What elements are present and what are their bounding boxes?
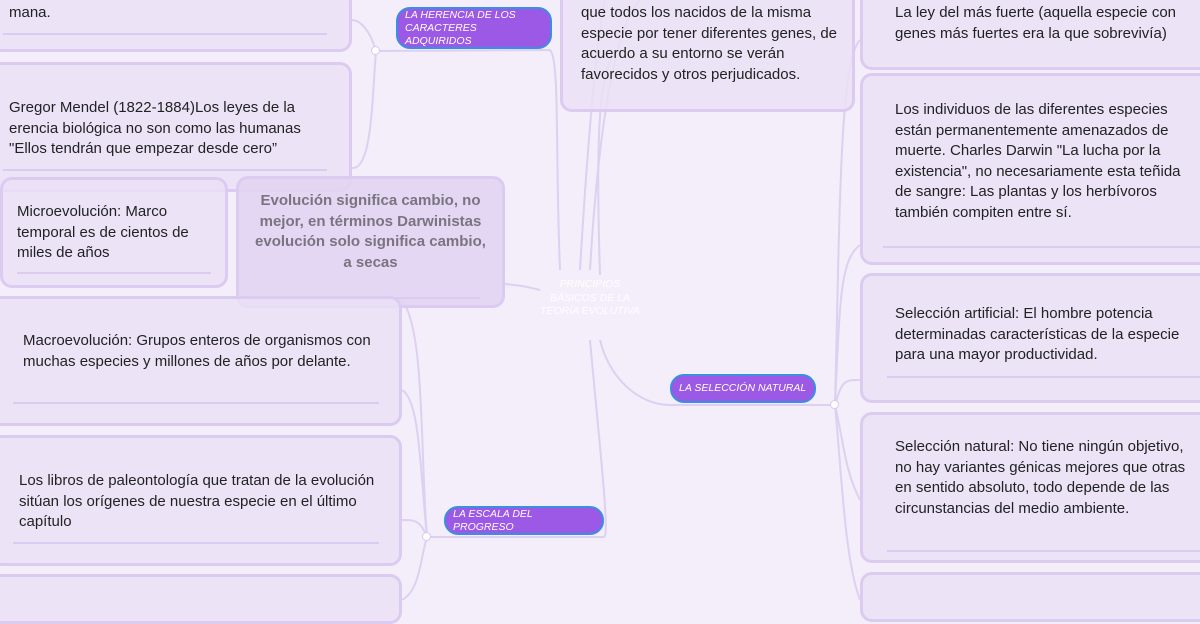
card-evolucion-cambio[interactable]: Evolución significa cambio, no mejor, en… — [236, 176, 505, 308]
card-text: Selección artificial: El hombre potencia… — [895, 305, 1180, 363]
card-micro[interactable]: Microevolución: Marco temporal es de cie… — [0, 177, 228, 288]
connector-seleccion — [599, 339, 835, 406]
card-libros[interactable]: Los libros de paleontología que tratan d… — [0, 435, 402, 566]
card-ley-mas-fuerte[interactable]: La ley del más fuerte (aquella especie c… — [860, 0, 1200, 70]
branch-escala-progreso[interactable]: LA ESCALA DEL PROGRESO — [444, 506, 604, 535]
card-text: Evolución significa cambio, no mejor, en… — [255, 192, 486, 271]
branch-label: LA SELECCIÓN NATURAL — [679, 382, 807, 394]
card-text: Microevolución: Marco temporal es de cie… — [17, 203, 189, 261]
card-text: Selección natural: No tiene ningún objet… — [895, 438, 1186, 517]
central-topic[interactable]: PRINCIPIOS BÁSICOS DE LA TEORÍA EVOLUTIV… — [540, 278, 640, 317]
card-genes[interactable]: que todos los nacidos de la misma especi… — [560, 0, 855, 112]
divider — [13, 402, 379, 404]
connector-herencia — [379, 48, 561, 271]
divider — [887, 550, 1200, 552]
card-text: La ley del más fuerte (aquella especie c… — [895, 4, 1177, 42]
connector-escala — [427, 339, 607, 538]
card-bottom-right[interactable] — [860, 572, 1200, 622]
branch-seleccion-natural[interactable]: LA SELECCIÓN NATURAL — [670, 374, 816, 403]
card-text: Macroevolución: Grupos enteros de organi… — [23, 332, 371, 370]
divider — [13, 542, 379, 544]
card-macro[interactable]: Macroevolución: Grupos enteros de organi… — [0, 296, 402, 426]
card-text: mana. — [9, 4, 51, 21]
card-text: que todos los nacidos de la misma especi… — [581, 4, 838, 83]
divider — [887, 376, 1200, 378]
branch-label: LA HERENCIA DE LOS CARACTERES ADQUIRIDOS — [405, 8, 516, 47]
collapse-node-seleccion[interactable] — [830, 400, 839, 409]
collapse-node-escala[interactable] — [422, 532, 431, 541]
card-text: Los libros de paleontología que tratan d… — [19, 472, 375, 530]
card-seleccion-artificial[interactable]: Selección artificial: El hombre potencia… — [860, 273, 1200, 403]
divider — [17, 272, 211, 274]
branch-herencia[interactable]: LA HERENCIA DE LOS CARACTERES ADQUIRIDOS — [396, 7, 552, 49]
divider — [883, 246, 1200, 248]
card-text: Los individuos de las diferentes especie… — [895, 101, 1181, 221]
branch-label: LA ESCALA DEL PROGRESO — [453, 507, 533, 533]
divider — [3, 33, 327, 35]
card-mendel[interactable]: Gregor Mendel (1822-1884)Los leyes de la… — [0, 62, 352, 192]
card-top-left[interactable]: mana. — [0, 0, 352, 52]
card-bottom-left[interactable] — [0, 574, 402, 624]
card-text: Gregor Mendel (1822-1884)Los leyes de la… — [9, 99, 301, 157]
card-seleccion-natural[interactable]: Selección natural: No tiene ningún objet… — [860, 412, 1200, 563]
card-lucha[interactable]: Los individuos de las diferentes especie… — [860, 73, 1200, 265]
divider — [3, 169, 327, 171]
collapse-node-herencia[interactable] — [371, 46, 380, 55]
